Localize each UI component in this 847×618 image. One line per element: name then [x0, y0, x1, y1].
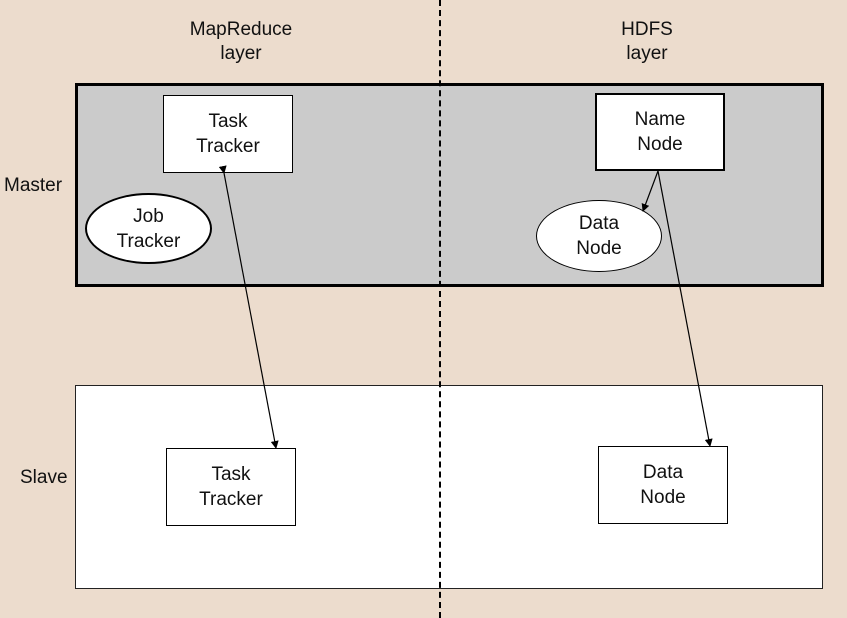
slave-data-node: Data Node: [598, 446, 728, 524]
job-tracker-node: Job Tracker: [85, 193, 212, 264]
hdfs-layer-label: HDFS layer: [621, 19, 673, 64]
master-data-node: Data Node: [536, 200, 662, 272]
slave-task-tracker-node: Task Tracker: [166, 448, 296, 526]
slave-label: Slave: [20, 467, 68, 488]
mapreduce-layer-label: MapReduce layer: [189, 19, 293, 64]
name-node: Name Node: [595, 93, 725, 171]
master-label: Master: [4, 175, 63, 196]
master-task-tracker-node: Task Tracker: [163, 95, 293, 173]
layer-divider: [439, 0, 441, 618]
